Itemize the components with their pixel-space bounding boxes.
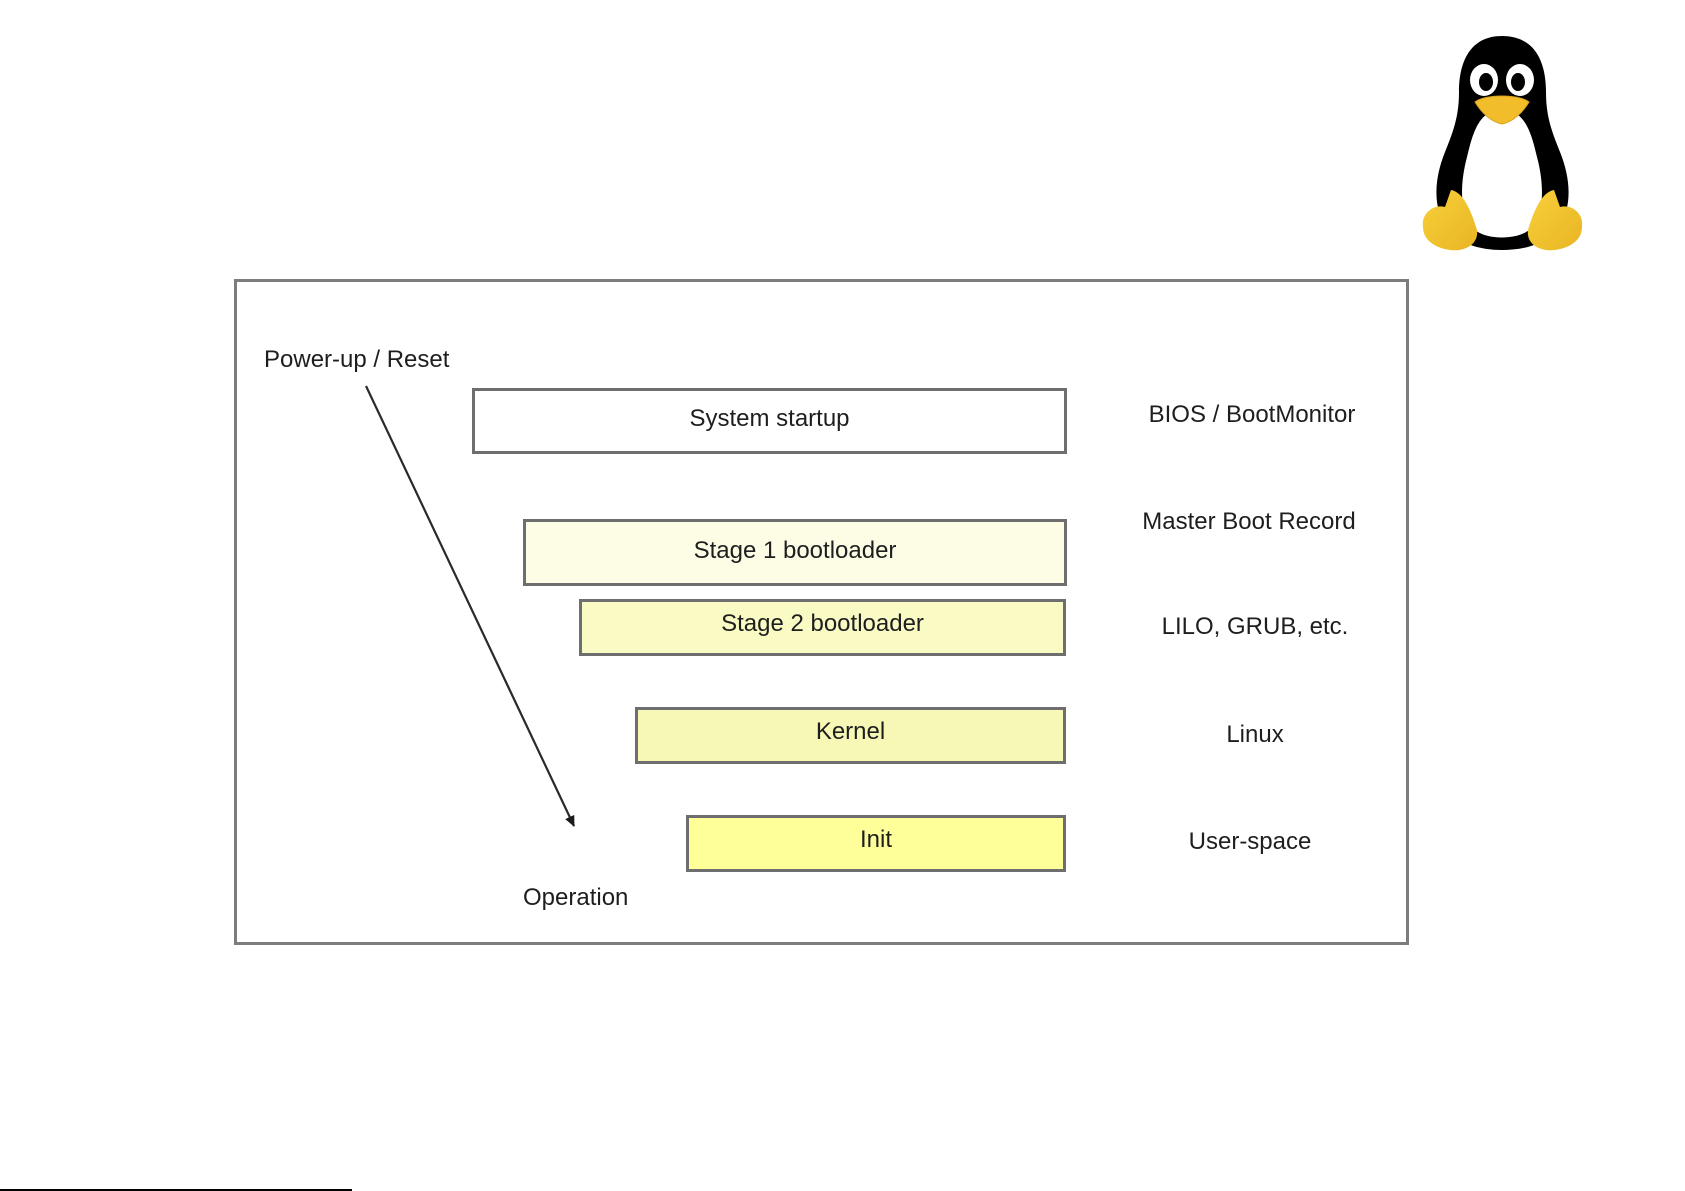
- stage-description: Master Boot Record: [1089, 508, 1409, 536]
- stage-description: LILO, GRUB, etc.: [1095, 613, 1415, 641]
- stage-description: BIOS / BootMonitor: [1092, 401, 1412, 429]
- stage-label: Kernel: [816, 718, 885, 746]
- stage-stage1-bootloader: Stage 1 bootloader: [523, 519, 1067, 586]
- stage-stage2-bootloader: Stage 2 bootloader: [579, 599, 1066, 656]
- stage-label: System startup: [689, 405, 849, 433]
- stage-label: Stage 1 bootloader: [694, 537, 897, 565]
- stage-label: Stage 2 bootloader: [721, 610, 924, 638]
- end-label: Operation: [523, 884, 628, 912]
- stage-kernel: Kernel: [635, 707, 1066, 764]
- tux-penguin-icon: [1415, 32, 1590, 260]
- stage-system-startup: System startup: [472, 388, 1067, 454]
- stage-init: Init: [686, 815, 1066, 872]
- stage-description: User-space: [1090, 828, 1410, 856]
- stage-description: Linux: [1095, 721, 1415, 749]
- stage-label: Init: [860, 826, 892, 854]
- start-label: Power-up / Reset: [264, 346, 449, 374]
